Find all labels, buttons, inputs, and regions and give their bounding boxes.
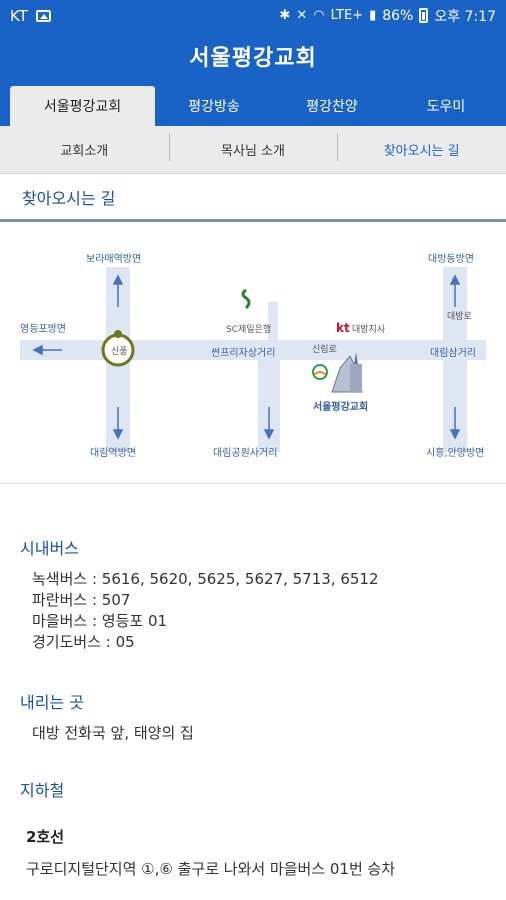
tab-praise[interactable]: 평강찬양 <box>306 99 358 115</box>
map-label-church: 서울평강교회 <box>313 400 368 413</box>
map-graphic: kt 보라매역방면 영등포방면 대림역방면 신풍 SC제일은행 썬프리자상거리 … <box>20 253 486 459</box>
subway-line-text: 구로디지털단지역 ①,⑥ 출구로 나와서 마을버스 01번 승차 <box>26 860 396 878</box>
battery-icon <box>419 8 429 23</box>
kt-logo-text: kt <box>336 321 350 335</box>
map-label-daebang-ro: 대방로 <box>447 311 472 322</box>
stop-title: 내리는 곳 <box>20 693 84 712</box>
map-label-daerim-samgeori: 대림삼거리 <box>430 347 476 359</box>
stop-text: 대방 전화국 앞, 태양의 집 <box>32 724 194 742</box>
map-label-sinrim-ro: 신림로 <box>312 343 337 355</box>
main-tabs: 서울평강교회 평강방송 평강찬양 도우미 <box>0 81 506 126</box>
map-label-sc-bank: SC제일은행 <box>226 323 271 335</box>
bluetooth-icon: ✱ <box>279 8 291 23</box>
church-logo[interactable]: 서울평강교회 <box>189 46 317 71</box>
bus-lines: 녹색버스 : 5616, 5620, 5625, 5627, 5713, 651… <box>32 569 379 653</box>
bank-logo-icon <box>241 288 251 310</box>
signal-icon: ▮ <box>369 8 377 23</box>
page-title: 찾아오시는 길 <box>0 174 506 222</box>
status-bar: KT ✱ ✕ ◠ LTE+ ▮ 86% 오후 7:17 <box>0 0 506 31</box>
map-label-sunprize: 썬프리자상거리 <box>211 347 275 359</box>
sub-tabs: 교회소개 목사님 소개 찾아오시는 길 <box>0 126 506 174</box>
church-building-icon <box>331 352 363 393</box>
subway-title: 지하철 <box>20 781 65 800</box>
subtab-pastor-intro[interactable]: 목사님 소개 <box>168 133 338 161</box>
mute-icon: ✕ <box>296 8 308 23</box>
road-mid-vertical <box>258 360 280 452</box>
subtab-directions[interactable]: 찾아오시는 길 <box>337 133 506 161</box>
battery-percent: 86% <box>382 7 414 24</box>
bus-line-blue: 파란버스 : 507 <box>32 591 131 609</box>
map-label-shinpung: 신풍 <box>111 346 128 357</box>
map-label-daerim-station: 대림역방면 <box>90 447 136 459</box>
image-notification-icon <box>35 9 51 22</box>
tab-helper[interactable]: 도우미 <box>426 99 466 115</box>
clock: 오후 7:17 <box>434 8 496 25</box>
map-label-daerim-park: 대림공원사거리 <box>213 447 277 459</box>
map-label-siheung-anyang: 시흥,안양방면 <box>426 446 484 459</box>
lte-label: LTE+ <box>330 8 364 23</box>
bus-line-gyeonggi: 경기도버스 : 05 <box>32 633 135 651</box>
bus-title: 시내버스 <box>20 539 79 558</box>
wifi-icon: ◠ <box>313 8 325 23</box>
junction-pin-icon <box>114 330 122 338</box>
direction-arrows <box>32 274 461 440</box>
app-header: 서울평강교회 <box>0 31 506 81</box>
map-label-yeongdeungpo: 영등포방면 <box>20 323 66 335</box>
bus-line-green: 녹색버스 : 5616, 5620, 5625, 5627, 5713, 651… <box>32 570 379 588</box>
tab-broadcast[interactable]: 평강방송 <box>188 99 240 115</box>
road-horizontal <box>20 340 486 360</box>
tab-church[interactable]: 서울평강교회 <box>10 86 155 126</box>
map-label-boramae: 보라매역방면 <box>86 253 141 265</box>
carrier-label: KT <box>10 6 28 25</box>
directions-map: kt 보라매역방면 영등포방면 대림역방면 신풍 SC제일은행 썬프리자상거리 … <box>0 222 506 484</box>
bus-line-village: 마을버스 : 영등포 01 <box>32 612 168 630</box>
map-label-kt-branch: 대방지사 <box>352 324 386 335</box>
subway-line-name: 2호선 <box>26 828 65 846</box>
map-label-daebang-dong: 대방동방면 <box>428 253 474 265</box>
road-bank-street <box>268 302 278 340</box>
subtab-church-intro[interactable]: 교회소개 <box>60 144 109 159</box>
